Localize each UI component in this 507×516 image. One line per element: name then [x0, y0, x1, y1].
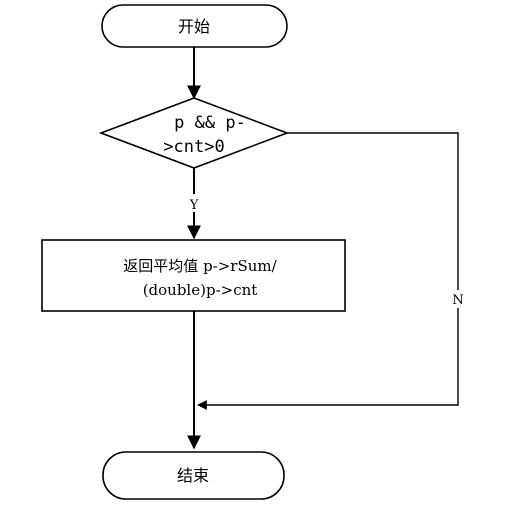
process-line-1: 返回平均值 p->rSum/ — [123, 257, 277, 275]
yes-label: Y — [189, 198, 199, 213]
decision-node: p && p- >cnt>0 — [98, 97, 290, 169]
process-node: 返回平均值 p->rSum/ (double)p->cnt — [41, 239, 346, 312]
no-label: N — [452, 293, 463, 308]
edge-decision-no-branch — [197, 132, 459, 410]
end-label: 结束 — [177, 466, 209, 485]
decision-line-1: p && p- — [174, 113, 246, 133]
process-line-2: (double)p->cnt — [143, 281, 258, 299]
decision-line-2: >cnt>0 — [163, 137, 224, 157]
start-label: 开始 — [178, 17, 210, 36]
start-terminator: 开始 — [101, 4, 288, 48]
end-terminator: 结束 — [102, 451, 285, 500]
